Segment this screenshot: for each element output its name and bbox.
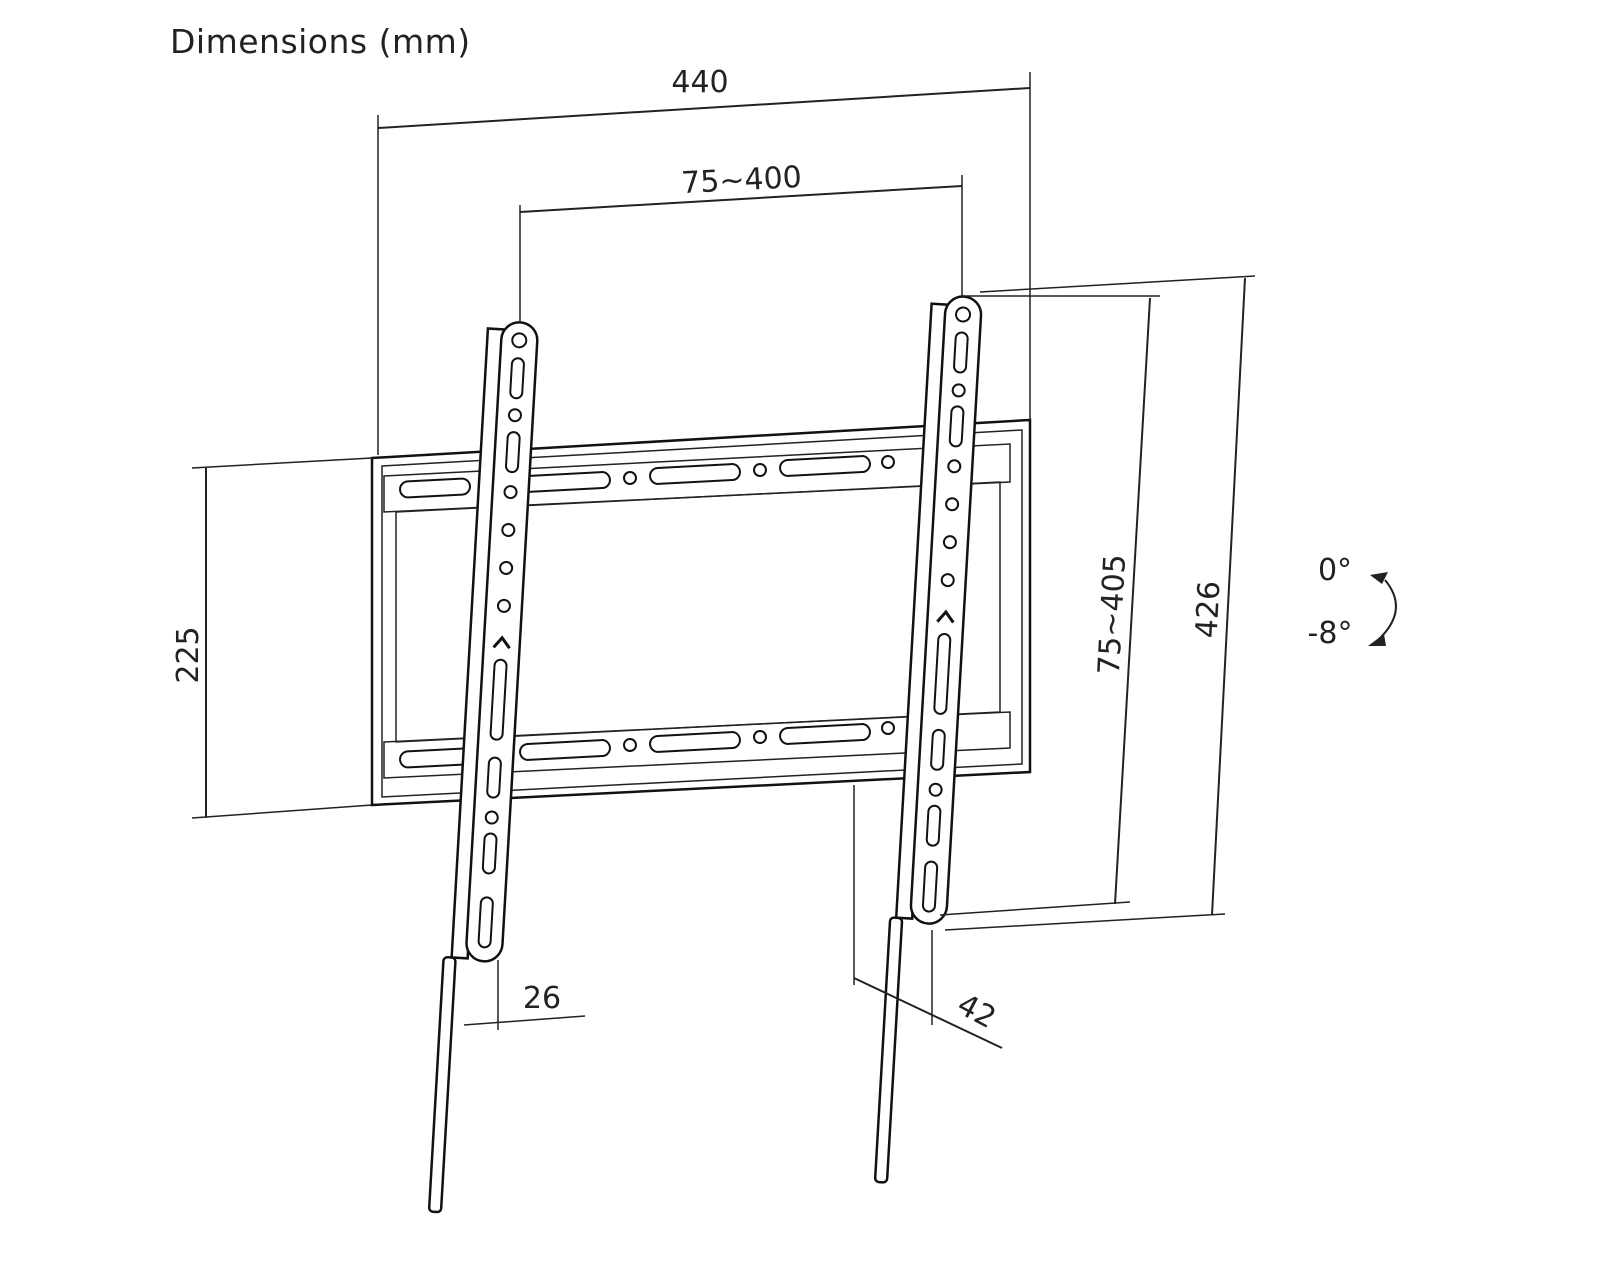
tilt-min-label: -8° [1308,616,1353,651]
dim-arm-height: 426 [1190,580,1228,639]
left-tv-arm [427,321,539,1214]
tilt-arrow-icon [1368,572,1397,646]
wall-plate [370,418,1032,807]
dim-overall-width: 440 [671,65,728,100]
dimension-lines [191,72,1256,1049]
diagram-title: Dimensions (mm) [170,22,471,61]
dim-plate-height: 225 [171,626,206,683]
tilt-max-label: 0° [1318,553,1352,588]
dim-wall-profile: 26 [523,981,561,1016]
right-tv-arm [873,295,983,1184]
dim-vesa-horizontal: 75~400 [680,160,802,201]
dim-vesa-vertical: 75~405 [1092,553,1133,675]
